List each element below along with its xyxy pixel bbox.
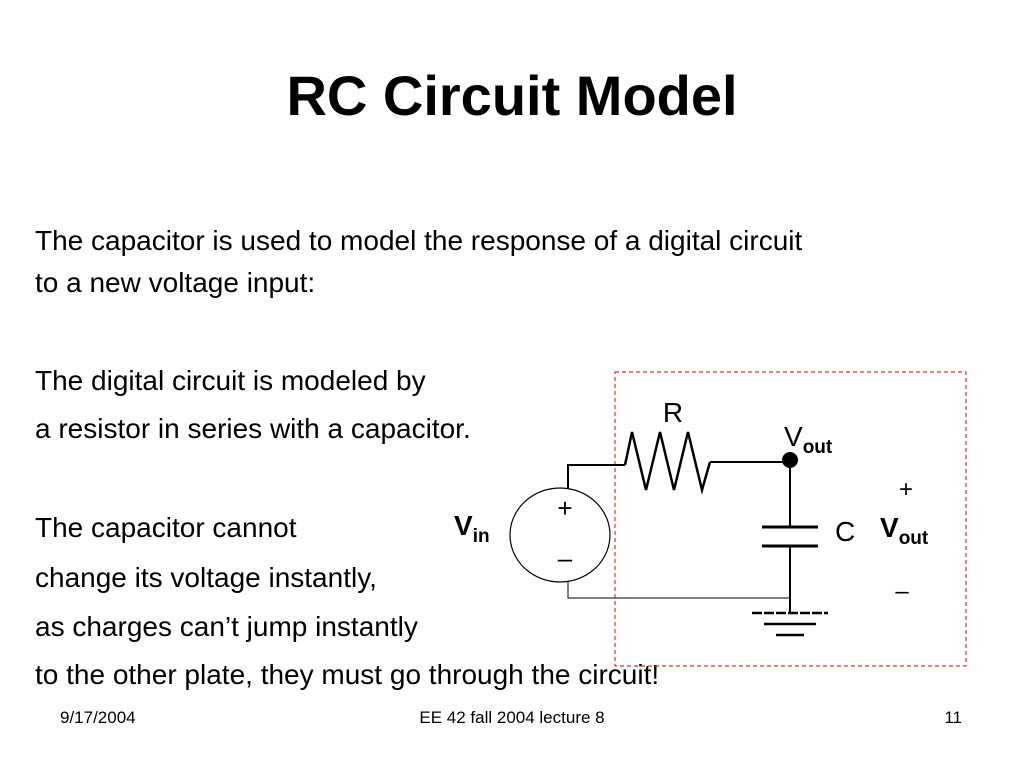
resistor-symbol	[623, 431, 712, 495]
vout-node-dot	[782, 452, 798, 468]
paragraph-1-line-1: The capacitor is used to model the respo…	[35, 225, 803, 256]
paragraph-3-line-4: to the other plate, they must go through…	[35, 659, 660, 690]
paragraph-1-line-2: to a new voltage input:	[35, 267, 316, 298]
paragraph-2-line-1: The digital circuit is modeled by	[35, 365, 426, 396]
paragraph-3-line-1: The capacitor cannot	[35, 512, 297, 543]
slide-title: RC Circuit Model	[286, 64, 738, 127]
output-plus-sign: +	[899, 476, 913, 503]
footer-course: EE 42 fall 2004 lecture 8	[419, 708, 605, 727]
paragraph-3-line-3: as charges can’t jump instantly	[35, 611, 418, 642]
digital-circuit-dashed-box	[614, 371, 967, 667]
paragraph-3-line-2: change its voltage instantly,	[35, 562, 377, 593]
wire-return-path	[567, 582, 790, 599]
output-minus-sign: –	[895, 578, 909, 605]
vout-node-label: Vout	[784, 421, 833, 458]
source-minus-sign: –	[558, 543, 573, 573]
capacitor-label: C	[835, 516, 855, 547]
circuit-wires	[567, 461, 791, 612]
footer-page-number: 11	[944, 708, 962, 727]
paragraph-2-line-2: a resistor in series with a capacitor.	[35, 413, 471, 444]
vout-output-label: Vout	[880, 512, 929, 549]
resistor-label: R	[663, 397, 683, 428]
voltage-source-icon	[509, 487, 611, 583]
source-plus-sign: +	[557, 493, 572, 523]
wire-source-to-resistor	[567, 464, 625, 488]
vin-label: Vin	[454, 510, 490, 547]
ground-icon	[752, 611, 828, 637]
footer-date: 9/17/2004	[60, 708, 136, 727]
